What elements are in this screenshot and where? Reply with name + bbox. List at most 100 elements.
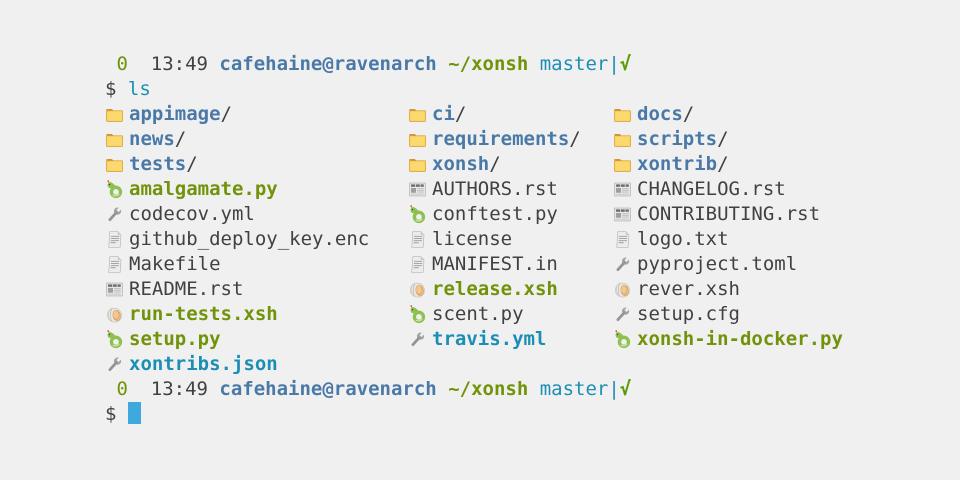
newspaper-icon (105, 280, 124, 299)
time: 13:49 (127, 378, 208, 400)
entry-name: ci (432, 103, 455, 125)
listing-row: codecov.yml conftest.py CONTRIBUTING.rst (105, 202, 952, 227)
entry-name: amalgamate.py (129, 178, 278, 200)
file-entry: logo.txt (613, 227, 952, 252)
dir-slash: / (174, 128, 187, 150)
user-host: cafehaine@ravenarch (207, 378, 437, 400)
input-line: $ (105, 402, 952, 427)
dir-entry: requirements/ (408, 127, 613, 152)
newspaper-icon (613, 205, 632, 224)
entry-name: codecov.yml (129, 203, 255, 225)
folder-icon (105, 105, 124, 124)
file-entry: rever.xsh (613, 277, 952, 302)
terminal-cursor (127, 402, 141, 424)
wrench-icon (105, 205, 124, 224)
dir-entry: ci/ (408, 102, 613, 127)
file-entry: README.rst (105, 277, 408, 302)
listing-row: run-tests.xsh scent.py setup.cfg (105, 302, 952, 327)
file-entry: Makefile (105, 252, 408, 277)
prompt-line: 0 13:49 cafehaine@ravenarch ~/xonsh mast… (105, 52, 952, 77)
entry-name: conftest.py (432, 203, 558, 225)
entry-name: pyproject.toml (637, 253, 798, 275)
listing-row: xontribs.json (105, 352, 952, 377)
folder-icon (613, 105, 632, 124)
dir-entry: xontrib/ (613, 152, 952, 177)
snake-icon (105, 180, 124, 199)
file-entry: amalgamate.py (105, 177, 408, 202)
dir-slash: / (186, 153, 198, 175)
user-host: cafehaine@ravenarch (207, 53, 437, 75)
exit-code: 0 (105, 378, 128, 400)
entry-name: github_deploy_key.enc (129, 228, 370, 250)
listing-row: amalgamate.py AUTHORS.rst CHANGELOG.rst (105, 177, 952, 202)
exit-code: 0 (105, 53, 128, 75)
entry-name: xonsh (432, 153, 490, 175)
entry-name: docs (637, 103, 683, 125)
file-entry: setup.cfg (613, 302, 952, 327)
entry-name: requirements (432, 128, 570, 150)
git-status: √ (619, 53, 632, 75)
entry-name: AUTHORS.rst (432, 178, 558, 200)
listing-row: README.rst release.xsh rever.xsh (105, 277, 952, 302)
entry-name: xonsh-in-docker.py (637, 328, 843, 350)
folder-icon (105, 155, 124, 174)
time: 13:49 (127, 53, 208, 75)
folder-icon (105, 130, 124, 149)
dir-entry: news/ (105, 127, 408, 152)
entry-name: README.rst (129, 278, 244, 300)
snake-icon (105, 330, 124, 349)
entry-name: CONTRIBUTING.rst (637, 203, 821, 225)
listing-row: tests/xonsh/xontrib/ (105, 152, 952, 177)
cwd: ~/xonsh (436, 53, 529, 75)
file-entry: xontribs.json (105, 352, 408, 377)
file-listing: appimage/ci/docs/news/requirements/scrip… (105, 102, 952, 377)
entry-name: release.xsh (432, 278, 558, 300)
file-entry: AUTHORS.rst (408, 177, 613, 202)
entry-name: run-tests.xsh (129, 303, 278, 325)
entry-name: xontribs.json (129, 353, 278, 375)
dir-slash: / (717, 153, 729, 175)
git-separator: | (608, 53, 620, 75)
entry-name: rever.xsh (637, 278, 740, 300)
file-entry: travis.yml (408, 327, 613, 352)
git-branch: master (528, 378, 609, 400)
entry-name: travis.yml (432, 328, 547, 350)
wrench-icon (105, 355, 124, 374)
file-entry: xonsh-in-docker.py (613, 327, 952, 352)
dir-slash: / (682, 103, 695, 125)
entry-name: scripts (637, 128, 718, 150)
prompt-line: 0 13:49 cafehaine@ravenarch ~/xonsh mast… (105, 377, 952, 402)
file-entry: codecov.yml (105, 202, 408, 227)
dir-slash: / (717, 128, 729, 150)
command: ls (127, 78, 151, 100)
entry-name: setup.cfg (637, 303, 740, 325)
dir-entry: tests/ (105, 152, 408, 177)
entry-name: scent.py (432, 303, 524, 325)
entry-name: tests (129, 153, 187, 175)
dir-slash: / (220, 103, 232, 125)
folder-icon (613, 130, 632, 149)
listing-row: appimage/ci/docs/ (105, 102, 952, 127)
dir-entry: scripts/ (613, 127, 952, 152)
entry-name: license (432, 228, 513, 250)
shell-icon (105, 305, 124, 324)
entry-name: Makefile (129, 253, 221, 275)
file-entry: scent.py (408, 302, 613, 327)
file-entry: CONTRIBUTING.rst (613, 202, 952, 227)
listing-row: news/requirements/scripts/ (105, 127, 952, 152)
entry-name: setup.py (129, 328, 221, 350)
dir-slash: / (489, 153, 501, 175)
file-entry: run-tests.xsh (105, 302, 408, 327)
git-separator: | (608, 378, 620, 400)
entry-name: CHANGELOG.rst (637, 178, 786, 200)
snake-icon (613, 330, 632, 349)
page-icon (613, 230, 632, 249)
dir-entry: docs/ (613, 102, 952, 127)
wrench-icon (408, 330, 427, 349)
shell-icon (613, 280, 632, 299)
page-icon (408, 255, 427, 274)
git-status: √ (619, 378, 632, 400)
shell-icon (408, 280, 427, 299)
page-icon (105, 255, 124, 274)
